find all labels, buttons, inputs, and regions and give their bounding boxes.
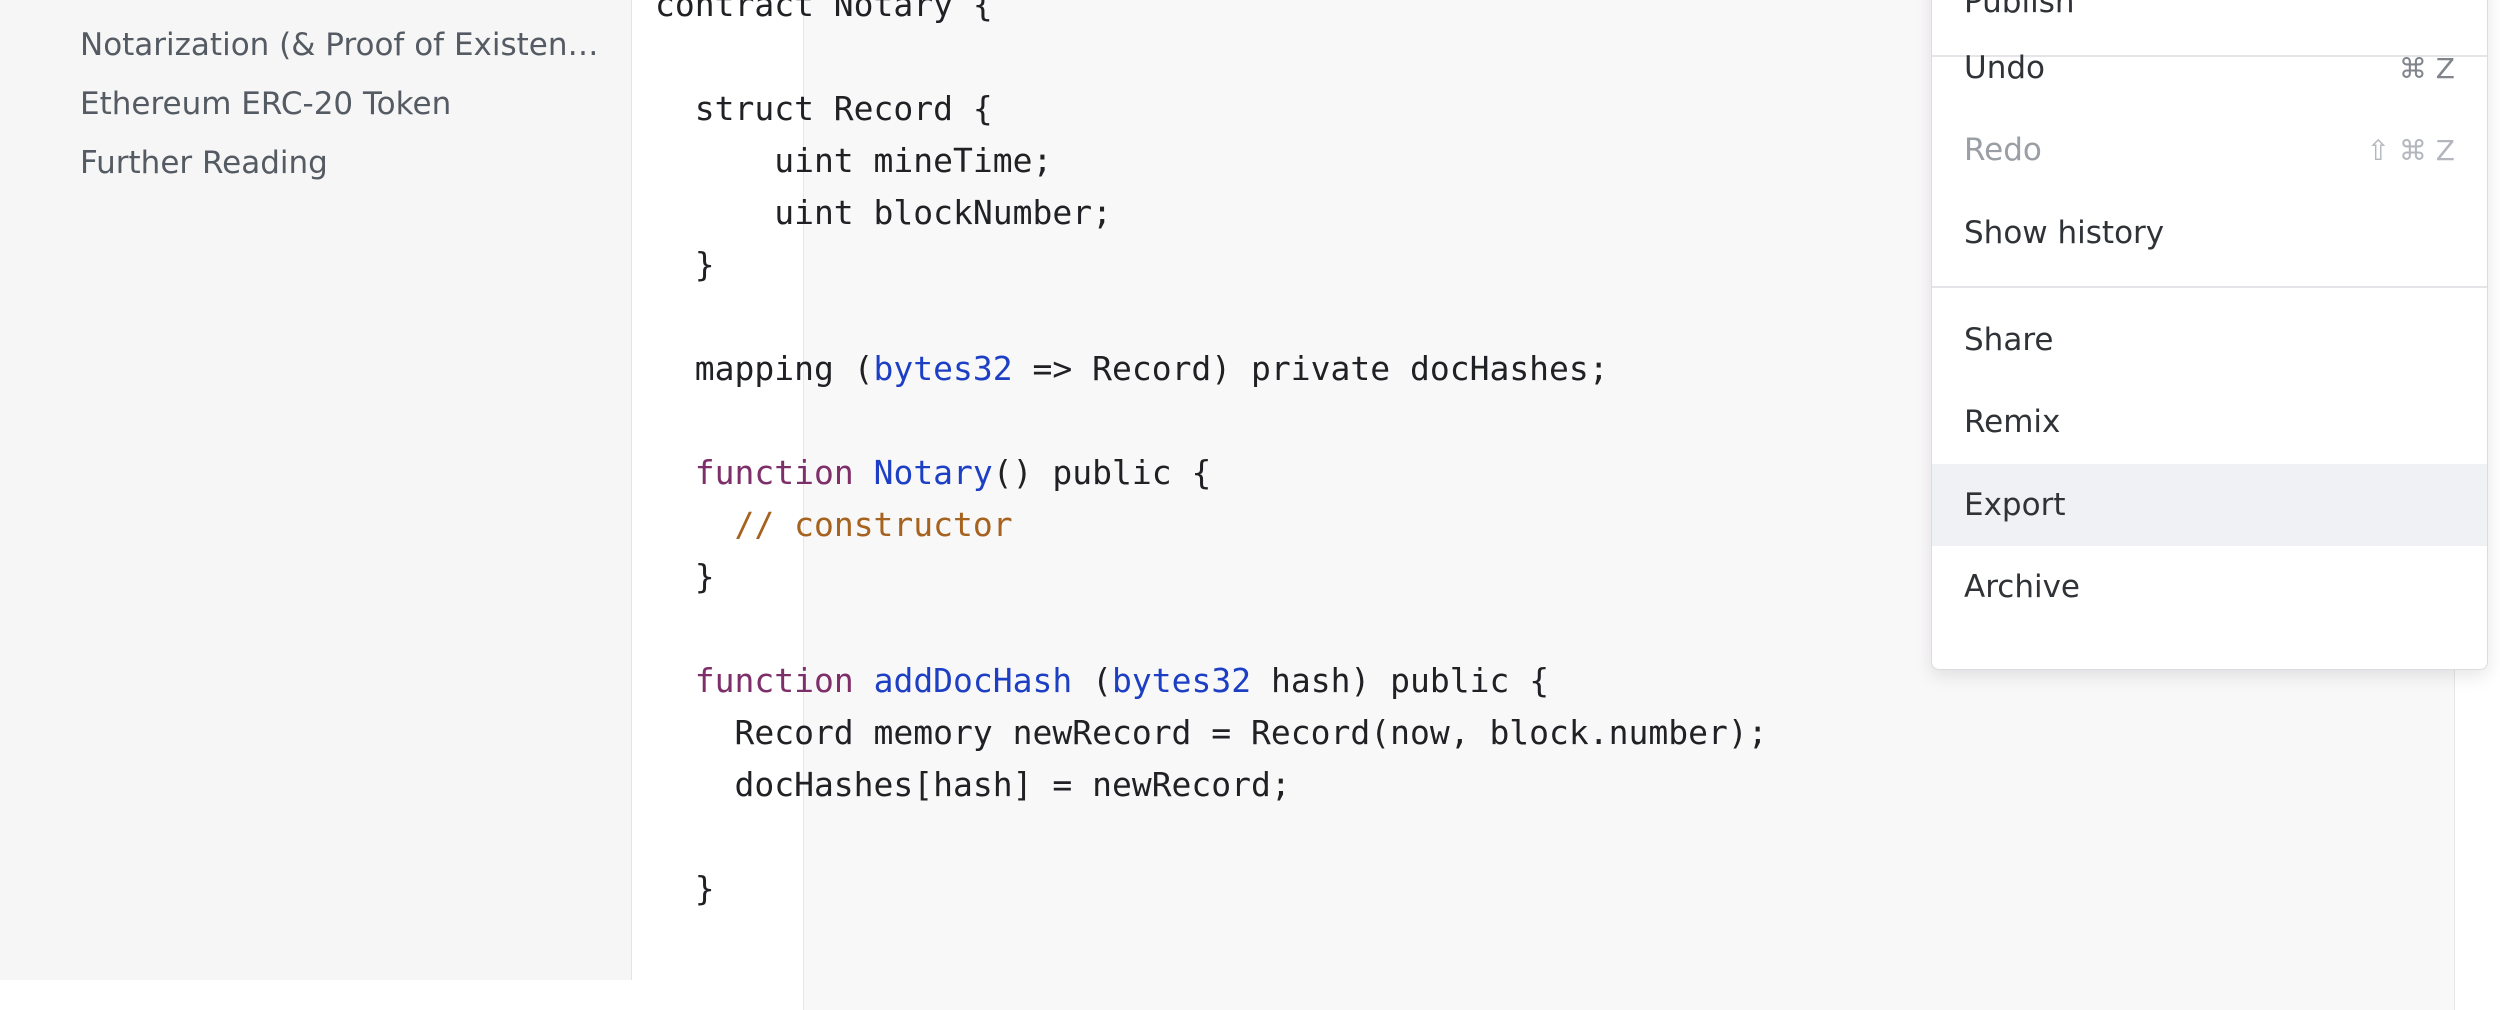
code-line: Record memory newRecord = Record(now, bl…: [655, 707, 1768, 759]
menu-divider: [1932, 286, 2487, 288]
menu-item-export[interactable]: Export: [1932, 464, 2487, 546]
code-line: docHashes[hash] = newRecord;: [655, 759, 1768, 811]
toc-item-further-reading[interactable]: Further Reading: [80, 145, 328, 181]
code-line: struct Record {: [655, 83, 1768, 135]
toc-item-notarization[interactable]: Notarization (& Proof of Existenc...: [80, 27, 600, 63]
code-token: function: [694, 661, 854, 700]
code-line: contract Notary {: [655, 0, 1768, 31]
code-line: [655, 31, 1768, 83]
code-token: bytes32: [873, 349, 1013, 388]
context-menu: Publish Undo ⌘ Z Redo ⇧ ⌘ Z Show history…: [1931, 0, 2488, 670]
code-line: }: [655, 863, 1768, 915]
code-token: bytes32: [1112, 661, 1252, 700]
menu-item-label: Publish: [1964, 0, 2075, 20]
table-of-contents: Notarization (& Proof of Existenc... Eth…: [80, 22, 600, 199]
code-line: }: [655, 239, 1768, 291]
code-content: contract Notary { struct Record { uint m…: [655, 0, 1768, 915]
code-token: uint mineTime;: [655, 141, 1053, 180]
code-token: hash) public {: [1251, 661, 1550, 700]
code-token: (: [1072, 661, 1113, 700]
menu-item-archive[interactable]: Archive: [1932, 546, 2487, 628]
menu-item-remix[interactable]: Remix: [1932, 381, 2487, 463]
code-token: () public {: [992, 453, 1212, 492]
code-token: contract Notary {: [655, 0, 993, 24]
code-token: [655, 453, 695, 492]
code-line: [655, 291, 1768, 343]
menu-item-label: Export: [1964, 487, 2066, 523]
menu-divider: [1932, 55, 2487, 57]
menu-item-label: Archive: [1964, 569, 2080, 605]
code-token: // constructor: [734, 505, 1013, 544]
menu-item-label: Share: [1964, 322, 2054, 358]
code-line: // constructor: [655, 499, 1768, 551]
menu-item-undo[interactable]: Undo ⌘ Z: [1932, 27, 2487, 109]
code-token: docHashes[hash] = newRecord;: [655, 765, 1291, 804]
menu-item-publish[interactable]: Publish: [1932, 0, 2487, 43]
code-token: }: [655, 869, 715, 908]
code-line: uint mineTime;: [655, 135, 1768, 187]
shortcut-redo: ⇧ ⌘ Z: [2366, 133, 2455, 167]
toc-item-erc20-token[interactable]: Ethereum ERC-20 Token: [80, 86, 452, 122]
code-token: uint blockNumber;: [655, 193, 1112, 232]
menu-item-redo[interactable]: Redo ⇧ ⌘ Z: [1932, 109, 2487, 191]
menu-item-show-history[interactable]: Show history: [1932, 192, 2487, 274]
menu-item-label: Redo: [1964, 132, 2042, 168]
code-token: }: [655, 245, 715, 284]
code-token: [655, 505, 734, 544]
code-token: addDocHash: [873, 661, 1073, 700]
menu-item-label: Remix: [1964, 404, 2061, 440]
code-line: mapping (bytes32 => Record) private docH…: [655, 343, 1768, 395]
code-token: struct Record {: [655, 89, 993, 128]
code-token: [655, 661, 695, 700]
code-token: mapping (: [655, 349, 874, 388]
sidebar: Notarization (& Proof of Existenc... Eth…: [0, 0, 632, 980]
code-token: }: [655, 557, 715, 596]
code-token: => Record) private docHashes;: [1012, 349, 1609, 388]
menu-item-label: Undo: [1964, 50, 2045, 86]
code-token: Notary: [873, 453, 993, 492]
menu-item-share[interactable]: Share: [1932, 299, 2487, 381]
code-line: function Notary() public {: [655, 447, 1768, 499]
code-line: [655, 811, 1768, 863]
code-token: [854, 453, 874, 492]
shortcut-undo: ⌘ Z: [2398, 51, 2455, 85]
code-line: uint blockNumber;: [655, 187, 1768, 239]
code-line: function addDocHash (bytes32 hash) publi…: [655, 655, 1768, 707]
menu-item-label: Show history: [1964, 215, 2165, 251]
code-line: [655, 603, 1768, 655]
code-line: }: [655, 551, 1768, 603]
code-line: [655, 395, 1768, 447]
code-token: [854, 661, 874, 700]
code-token: function: [694, 453, 854, 492]
code-token: Record memory newRecord = Record(now, bl…: [655, 713, 1768, 752]
